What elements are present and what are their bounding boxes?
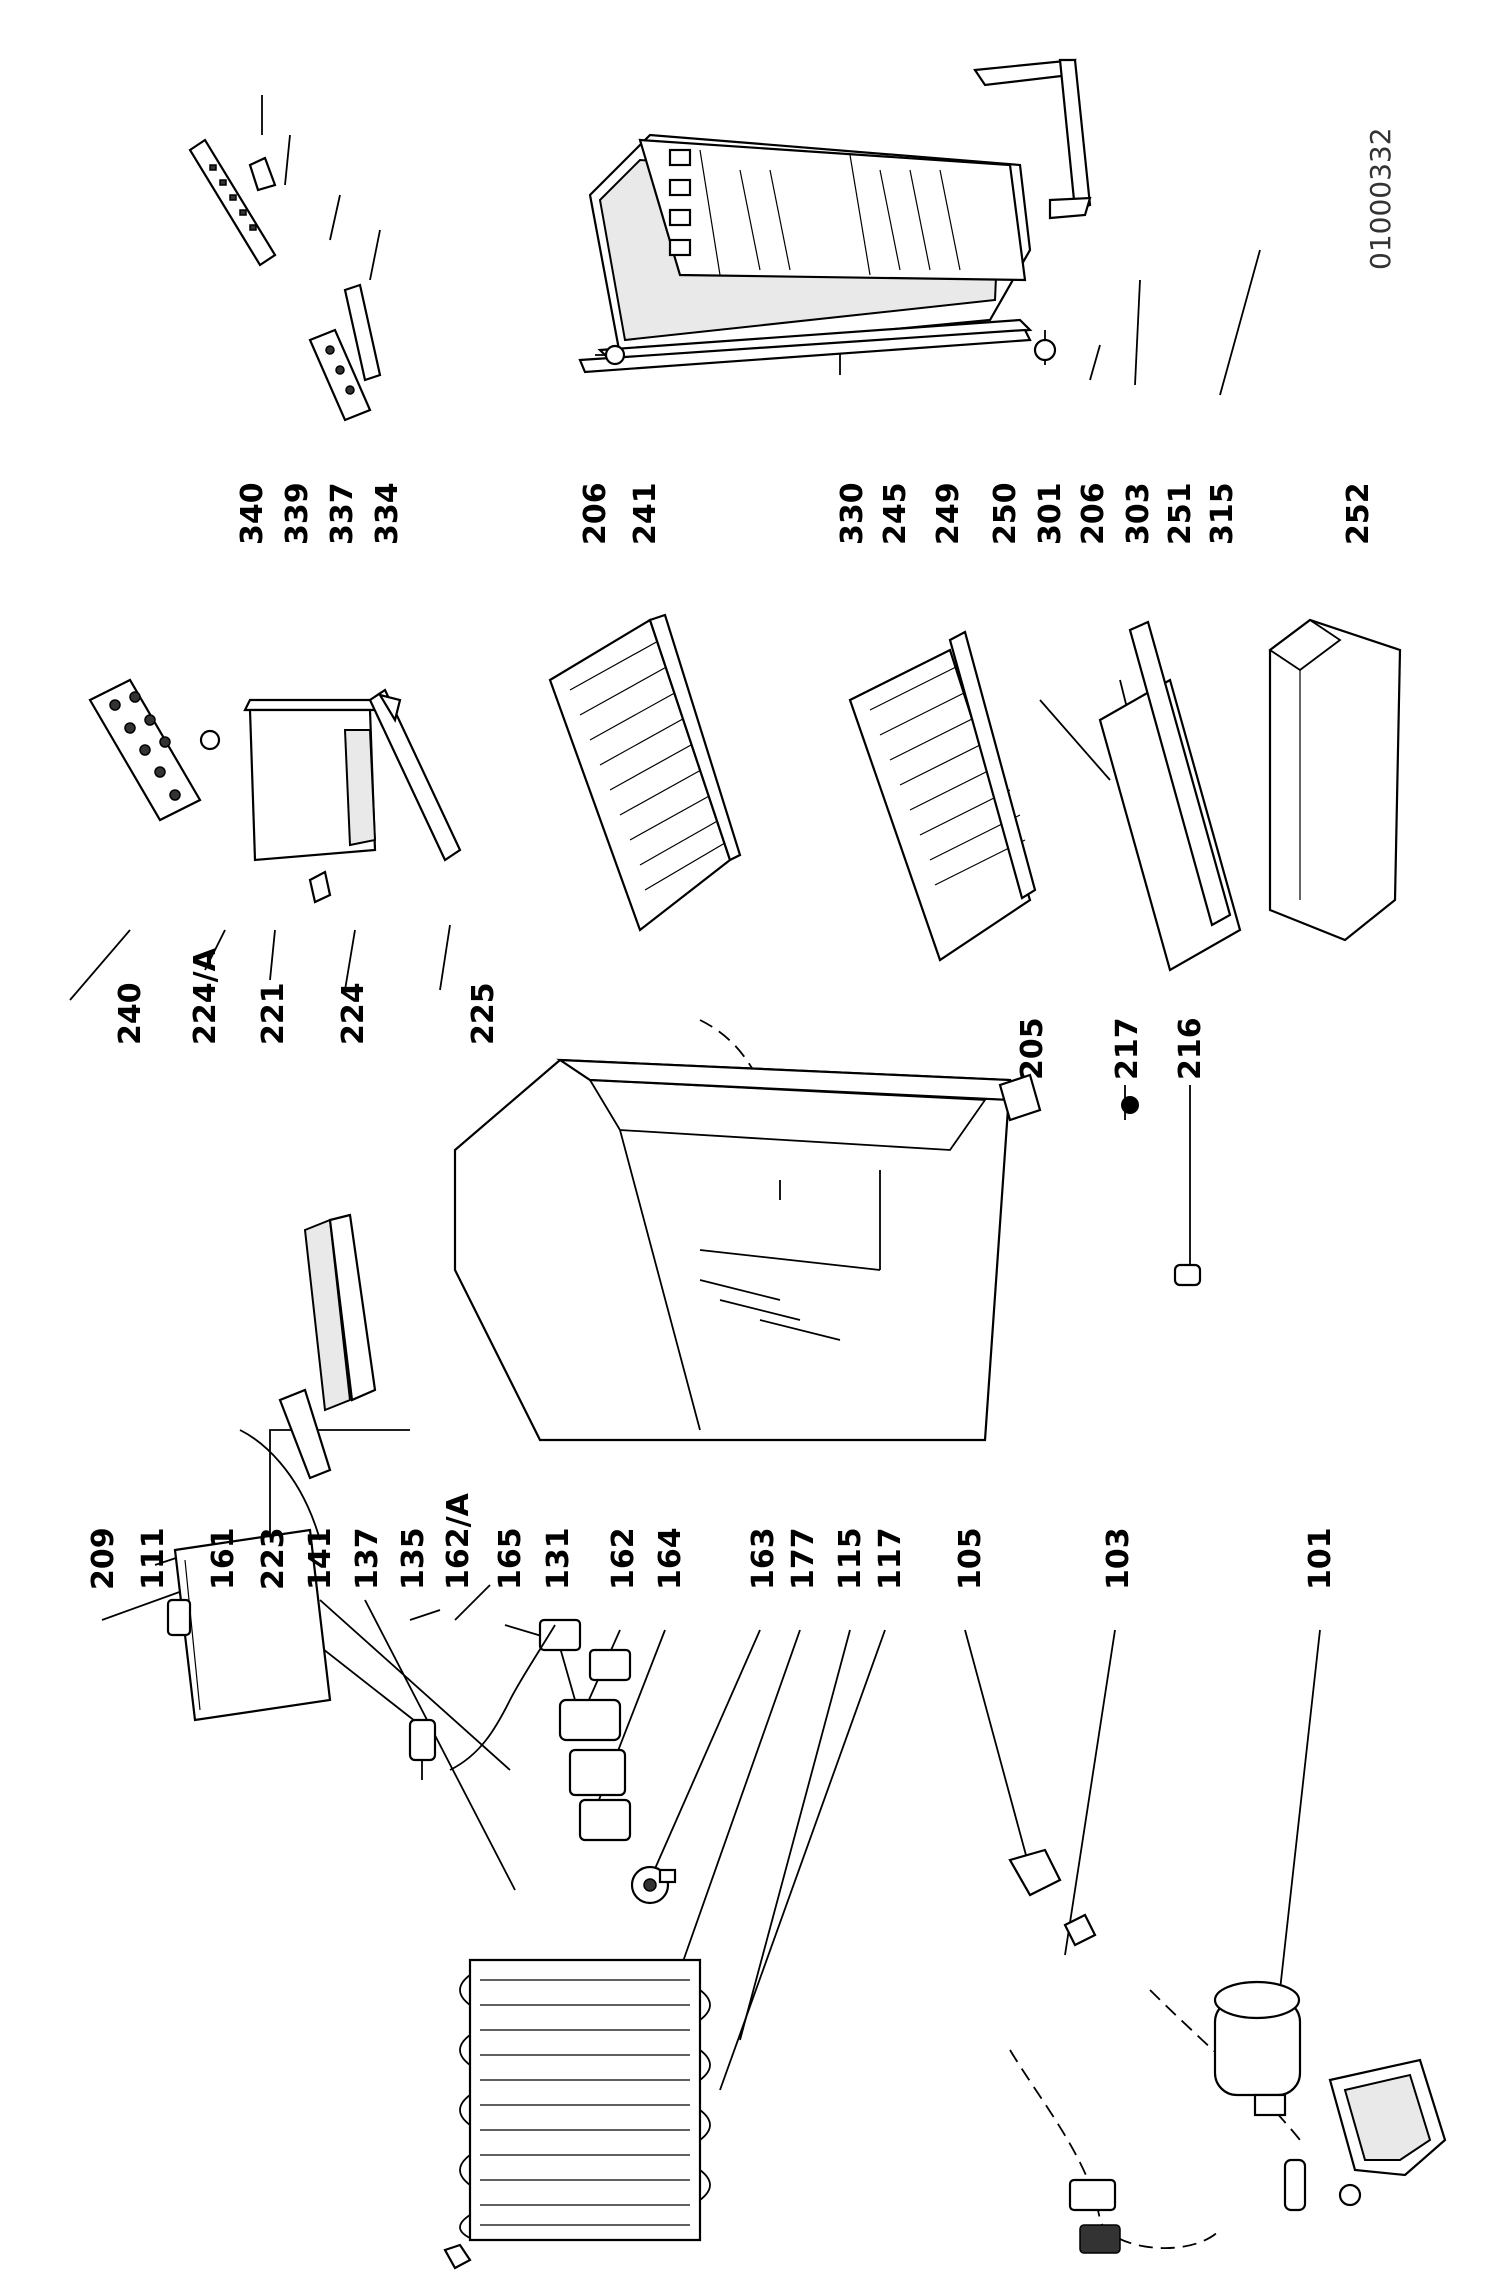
bracket-339 — [248, 156, 277, 192]
lamp-holder — [408, 1718, 437, 1780]
butter-cover-334 — [343, 283, 382, 382]
door-shelf-340 — [188, 138, 277, 267]
label-340: 340 — [235, 482, 270, 545]
label-161: 161 — [206, 1527, 241, 1590]
label-339: 339 — [280, 482, 315, 545]
label-209: 209 — [86, 1527, 121, 1590]
door-inner — [588, 133, 1032, 357]
switch-box — [568, 1748, 632, 1842]
label-131: 131 — [541, 1527, 576, 1590]
plug-206b — [1033, 338, 1057, 362]
label-251: 251 — [1163, 482, 1198, 545]
label-249: 249 — [931, 482, 966, 545]
label-117: 117 — [873, 1527, 908, 1590]
label-240: 240 — [113, 982, 148, 1045]
door-switch — [1008, 1848, 1097, 1947]
compressor — [1213, 1980, 1302, 2117]
label-162: 162 — [606, 1527, 641, 1590]
relay — [1068, 2178, 1117, 2212]
label-165: 165 — [493, 1527, 528, 1590]
document-number: 01000332 — [1364, 127, 1397, 270]
label-252: 252 — [1341, 482, 1376, 545]
label-135: 135 — [396, 1527, 431, 1590]
drip-tray-225 — [368, 688, 462, 862]
label-301: 301 — [1033, 482, 1068, 545]
ice-tray — [88, 678, 202, 822]
label-205: 205 — [1015, 1017, 1050, 1080]
label-303: 303 — [1121, 482, 1156, 545]
label-221: 221 — [256, 982, 291, 1045]
knob — [630, 1865, 677, 1905]
label-206a: 206 — [578, 482, 613, 545]
cabinet — [453, 1058, 1012, 1442]
shelf-241 — [548, 613, 742, 932]
label-141: 141 — [303, 1527, 338, 1590]
label-177: 177 — [786, 1527, 821, 1590]
plug-206a — [604, 344, 626, 366]
shelf-trim-251 — [1128, 620, 1232, 927]
crisper-252 — [1268, 618, 1402, 942]
label-111: 111 — [136, 1527, 171, 1590]
thermostat — [538, 1618, 632, 1742]
label-250: 250 — [988, 482, 1023, 545]
label-241: 241 — [628, 482, 663, 545]
freezer-flap — [243, 698, 382, 862]
control-housing — [166, 1528, 332, 1722]
egg-tray-337 — [308, 328, 372, 422]
label-337: 337 — [325, 482, 360, 545]
label-315: 315 — [1205, 482, 1240, 545]
label-137: 137 — [350, 1527, 385, 1590]
small-clip — [443, 2243, 472, 2270]
overload-protector — [1079, 2224, 1121, 2254]
door-panel-330 — [578, 328, 1032, 374]
label-245: 245 — [878, 482, 913, 545]
label-115: 115 — [833, 1527, 868, 1590]
label-224a: 224/A — [188, 947, 223, 1045]
label-217: 217 — [1110, 1017, 1145, 1080]
label-164: 164 — [653, 1527, 688, 1590]
base-plate — [1328, 2058, 1447, 2177]
hinge-and-feet — [998, 1073, 1202, 1287]
label-334: 334 — [370, 482, 405, 545]
hinge-224 — [308, 870, 332, 904]
label-105: 105 — [953, 1527, 988, 1590]
vent-grille — [278, 1213, 377, 1480]
pivot-224a — [199, 729, 221, 751]
label-225: 225 — [466, 982, 501, 1045]
part-labels: 209 111 161 223 141 137 135 162/A 165 13… — [86, 482, 1376, 1590]
drier — [1283, 2158, 1307, 2212]
label-216: 216 — [1173, 1017, 1208, 1080]
label-162a: 162/A — [441, 1492, 476, 1590]
label-330: 330 — [835, 482, 870, 545]
condenser — [459, 1958, 711, 2242]
label-101: 101 — [1303, 1527, 1338, 1590]
label-224: 224 — [336, 982, 371, 1045]
label-206b: 206 — [1076, 482, 1111, 545]
label-103: 103 — [1101, 1527, 1136, 1590]
handle-315 — [973, 58, 1092, 220]
shelf-trim-249 — [948, 630, 1037, 900]
label-163: 163 — [746, 1527, 781, 1590]
grommet — [1338, 2183, 1362, 2207]
label-223: 223 — [256, 1527, 291, 1590]
